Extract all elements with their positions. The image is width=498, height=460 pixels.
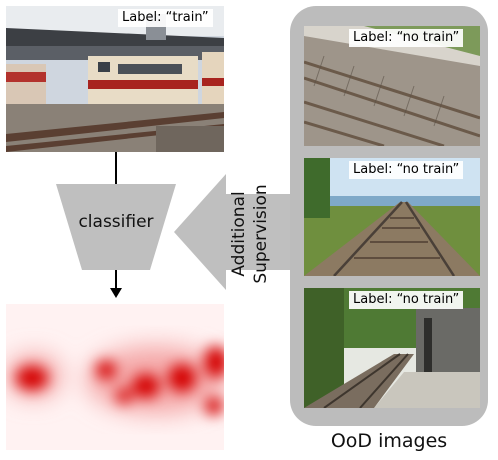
- train-label: Label: “train”: [118, 9, 213, 27]
- ood-label-1: Label: “no train”: [349, 29, 464, 47]
- heatmap: [6, 304, 224, 450]
- ood-label-3: Label: “no train”: [349, 291, 464, 309]
- supervision-line2: Supervision: [251, 184, 271, 283]
- train-photo: [6, 6, 224, 152]
- classifier-label: classifier: [78, 212, 154, 232]
- supervision-text: Additional Supervision: [229, 184, 271, 283]
- arrow-down-icon: [115, 152, 117, 184]
- arrow-down-icon: [110, 270, 122, 298]
- ood-title: OoD images: [330, 430, 448, 452]
- classifier-block: [56, 184, 176, 270]
- supervision-line1: Additional: [229, 191, 249, 276]
- arrow-left-icon: [174, 174, 290, 290]
- ood-label-2: Label: “no train”: [349, 161, 464, 179]
